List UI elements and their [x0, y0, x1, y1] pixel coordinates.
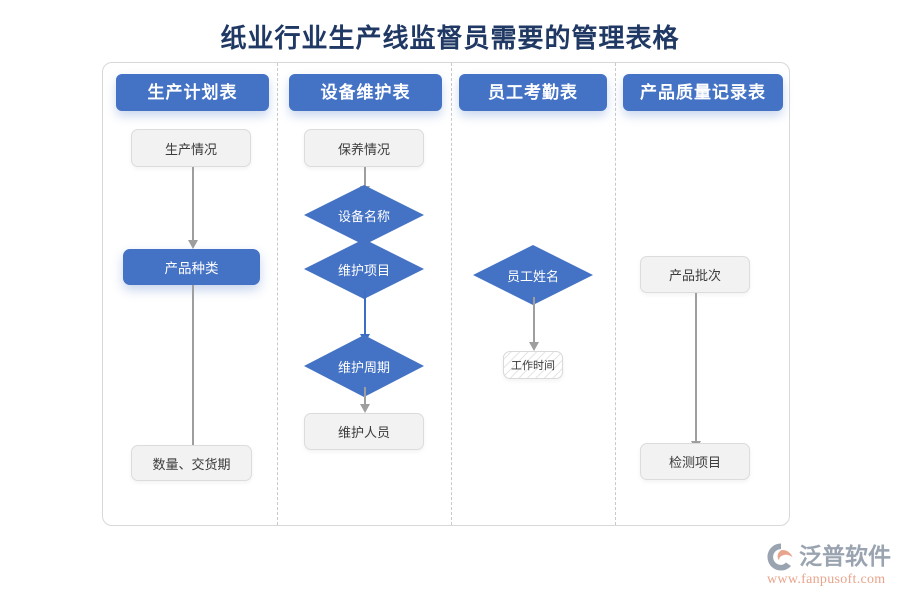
flowchart-panel: 生产计划表 生产情况 产品种类 数量、交货期 设备维护表 保养情况 设备名称 维… [102, 62, 790, 526]
node-maintenance-item[interactable]: 维护项目 [304, 239, 424, 299]
connector-line [192, 285, 194, 449]
connector-line [533, 297, 535, 342]
arrow-head-icon [359, 404, 370, 413]
node-maintenance-staff[interactable]: 维护人员 [304, 413, 424, 450]
column-attendance: 员工考勤表 员工姓名 工作时间 [451, 63, 615, 525]
connector-line [364, 167, 366, 186]
node-maintenance-cycle[interactable]: 维护周期 [304, 335, 424, 397]
node-inspection-item[interactable]: 检测项目 [640, 443, 750, 480]
fanpu-swoosh-logo-icon [766, 542, 796, 572]
brand-name: 泛普软件 [799, 544, 891, 569]
connector-line [695, 293, 697, 441]
brand-watermark: 泛普软件 www.fanpusoft.com [766, 541, 892, 591]
column-header-equipment-maintenance[interactable]: 设备维护表 [289, 74, 442, 111]
node-product-type[interactable]: 产品种类 [123, 249, 260, 285]
connector-line [364, 387, 366, 404]
column-header-quality-record[interactable]: 产品质量记录表 [623, 74, 783, 111]
column-header-attendance[interactable]: 员工考勤表 [459, 74, 607, 111]
column-header-production-plan[interactable]: 生产计划表 [116, 74, 269, 111]
arrow-head-icon [187, 240, 198, 249]
column-divider-2 [451, 63, 452, 525]
connector-line [192, 167, 194, 240]
node-product-batch[interactable]: 产品批次 [640, 256, 750, 293]
page-title: 纸业行业生产线监督员需要的管理表格 [220, 24, 680, 53]
brand-url: www.fanpusoft.com [767, 572, 886, 587]
column-divider-1 [277, 63, 278, 525]
node-production-status[interactable]: 生产情况 [131, 129, 251, 167]
column-production-plan: 生产计划表 生产情况 产品种类 数量、交货期 [103, 63, 277, 525]
node-equipment-name[interactable]: 设备名称 [304, 185, 424, 245]
arrow-head-icon [528, 342, 539, 351]
column-quality-record: 产品质量记录表 产品批次 检测项目 [615, 63, 791, 525]
column-equipment-maintenance: 设备维护表 保养情况 设备名称 维护项目 维护周期 维护人员 [277, 63, 451, 525]
node-quantity-delivery[interactable]: 数量、交货期 [131, 445, 252, 481]
column-divider-3 [615, 63, 616, 525]
node-employee-name[interactable]: 员工姓名 [473, 245, 593, 305]
node-maintenance-status[interactable]: 保养情况 [304, 129, 424, 167]
connector-line [364, 291, 366, 334]
node-work-hours[interactable]: 工作时间 [503, 351, 563, 379]
